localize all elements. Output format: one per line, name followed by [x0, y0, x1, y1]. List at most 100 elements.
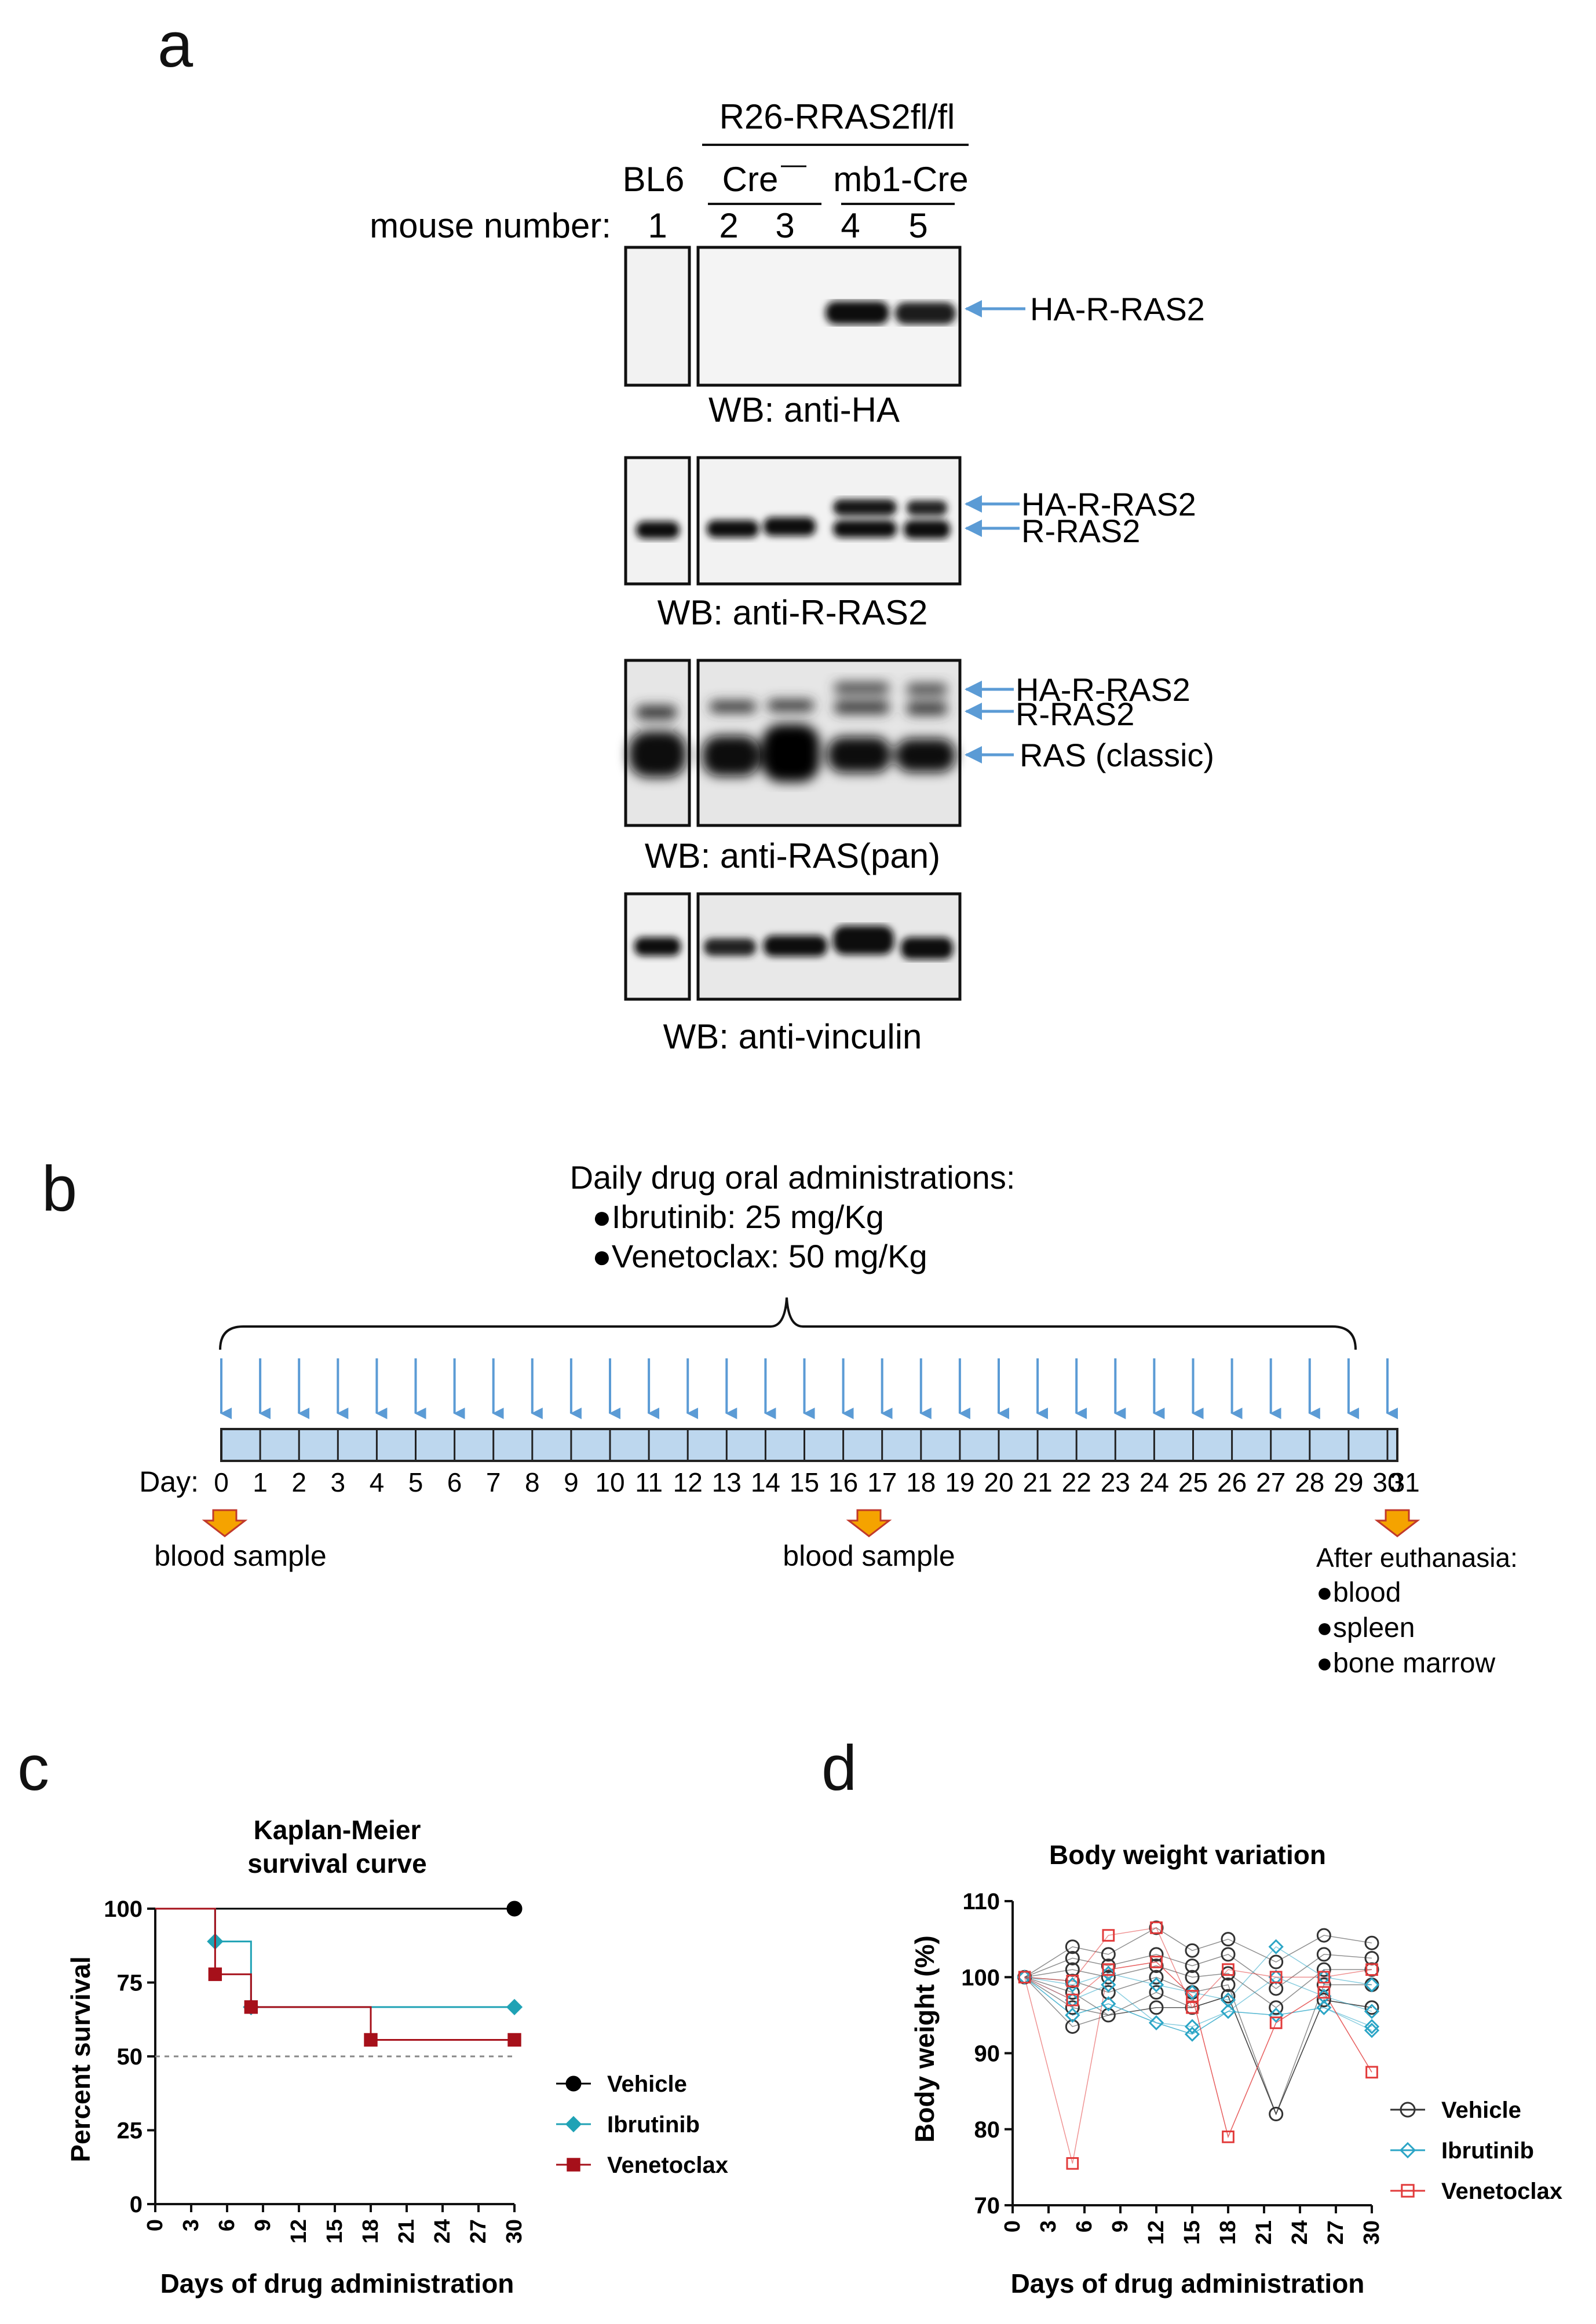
weight-point-ibrutinib [1220, 1992, 1236, 2008]
day-number: 3 [331, 1467, 346, 1497]
weight-point-ibrutinib [1364, 1977, 1380, 1993]
x-tick-label: 30 [502, 2219, 527, 2243]
x-tick-label: 0 [143, 2219, 167, 2231]
lane-number: 3 [775, 206, 794, 245]
weight-point-vehicle [1065, 2019, 1080, 2034]
band-label: RAS (classic) [1020, 737, 1214, 773]
panel-b: b Daily drug oral administrations: ●Ibru… [42, 1153, 1518, 1679]
blot-caption: WB: anti-RAS(pan) [645, 836, 940, 875]
weight-point-vehicle [1101, 1985, 1116, 2000]
band [634, 937, 681, 956]
band-label: HA-R-RAS2 [1021, 486, 1196, 522]
weight-point-ibrutinib [1065, 2007, 1080, 2023]
x-tick-label: 18 [359, 2219, 383, 2243]
timeline-bar [220, 1428, 1398, 1462]
weight-point-venetoclax [1102, 1963, 1115, 1976]
weight-line-vehicle [1024, 1927, 1372, 1978]
weight-point-ibrutinib [1101, 1996, 1116, 2012]
weight-point-vehicle [1364, 2000, 1379, 2015]
weight-point-venetoclax [1102, 1929, 1115, 1942]
weight-point-venetoclax [1317, 1986, 1331, 1999]
band [768, 700, 814, 711]
sample-arrow-icon [846, 1509, 892, 1537]
y-tick-label: 100 [104, 1897, 143, 1922]
legend-marker [565, 2115, 582, 2133]
dosing-venetoclax: ●Venetoclax: 50 mg/Kg [592, 1238, 927, 1274]
panel-a: a R26-RRAS2fl/fl BL6 Cre — mb1-Cre mouse… [158, 9, 1214, 1056]
weight-point-vehicle [1065, 2000, 1080, 2015]
weight-line-ibrutinib [1024, 1946, 1372, 2001]
day-number: 29 [1334, 1467, 1363, 1497]
x-tick-label: 15 [1180, 2220, 1204, 2245]
day-number: 12 [673, 1467, 703, 1497]
lane-number: 1 [648, 206, 667, 245]
panel-c-letter: c [17, 1733, 49, 1804]
weight-point-venetoclax [1150, 1921, 1163, 1934]
genotype-label: R26-RRAS2fl/fl [720, 97, 955, 136]
band [834, 682, 889, 694]
weight-point-ibrutinib [1184, 2026, 1200, 2042]
legend-marker [565, 2075, 582, 2092]
day-number: 1 [253, 1467, 268, 1497]
after-euthanasia-title: After euthanasia: [1316, 1543, 1518, 1573]
weight-point-ibrutinib [1220, 2004, 1236, 2019]
weight-point-vehicle [1185, 1958, 1200, 1974]
dosing-brace [219, 1297, 1357, 1350]
day-number: 15 [790, 1467, 819, 1497]
x-tick-label: 21 [1252, 2220, 1276, 2245]
weight-point-vehicle [1364, 1962, 1379, 1977]
weight-point-ibrutinib [1316, 2000, 1332, 2015]
blot-anti-vinculin: WB: anti-vinculin [624, 892, 962, 1056]
day-number: 19 [945, 1467, 974, 1497]
x-tick-label: 9 [1108, 2220, 1133, 2232]
day-number: 10 [595, 1467, 624, 1497]
y-tick-label: 100 [961, 1965, 1000, 1990]
weight-point-vehicle [1149, 2000, 1164, 2015]
weight-point-vehicle [1316, 1947, 1331, 1962]
day-number: 6 [447, 1467, 462, 1497]
mb1-cre-label: mb1-Cre [833, 160, 968, 199]
weight-point-vehicle [1221, 1932, 1236, 1947]
band [762, 724, 820, 782]
day-number: 20 [984, 1467, 1013, 1497]
survival-line-ibrutinib [155, 1908, 514, 2008]
day-number: 5 [408, 1467, 423, 1497]
weight-line-venetoclax [1024, 1961, 1372, 2164]
weight-point-ibrutinib [1268, 1939, 1284, 1954]
weight-line-ibrutinib [1024, 1976, 1372, 2035]
day-number: 11 [635, 1467, 663, 1497]
band [636, 706, 677, 719]
band [901, 937, 953, 959]
chart-d-xlabel: Days of drug administration [1011, 2268, 1365, 2299]
blood-sample-label: blood sample [783, 1540, 955, 1572]
legend-label: Ibrutinib [607, 2112, 700, 2137]
weight-point-vehicle [1269, 1954, 1284, 1969]
legend-marker [1401, 2184, 1415, 2198]
day-number: 31 [1390, 1467, 1420, 1497]
chart-d-title: Body weight variation [1049, 1840, 1326, 1870]
weight-point-vehicle [1221, 1947, 1236, 1962]
band [827, 737, 891, 773]
legend-label: Venetoclax [607, 2153, 728, 2178]
day-number: 28 [1295, 1467, 1324, 1497]
legend-label: Vehicle [1441, 2098, 1521, 2123]
panel-b-letter: b [42, 1153, 77, 1225]
band [826, 301, 889, 324]
y-tick-label: 50 [117, 2044, 143, 2070]
band [707, 520, 759, 538]
weight-point-vehicle [1185, 1943, 1200, 1958]
band [834, 701, 889, 714]
dose-arrows [220, 1358, 1398, 1419]
weight-point-vehicle [1316, 1962, 1331, 1977]
weight-line-vehicle [1024, 1965, 1372, 2008]
weight-point-vehicle [1101, 1969, 1116, 1985]
weight-point-venetoclax [1269, 2016, 1283, 2029]
day-number: 14 [751, 1467, 780, 1497]
weight-point-vehicle [1149, 1985, 1164, 2000]
band [702, 736, 760, 776]
